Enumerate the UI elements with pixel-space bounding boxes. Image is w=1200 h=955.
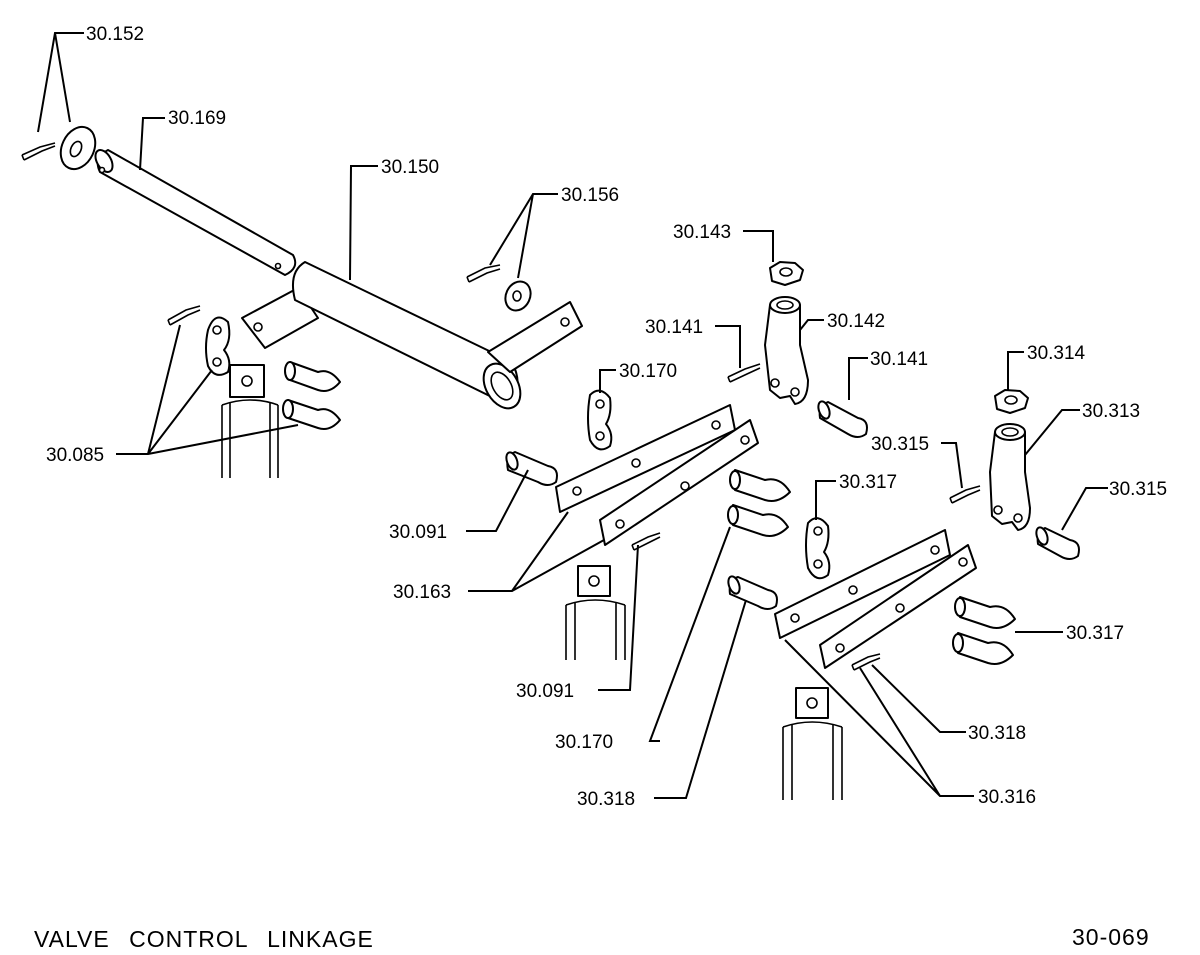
clevis-pin-141 — [817, 400, 868, 438]
callout-30-170-top: 30.170 — [619, 361, 677, 382]
callout-30-317-top: 30.317 — [839, 472, 897, 493]
valve-stem-middle — [565, 565, 626, 660]
callout-30-156: 30.156 — [561, 185, 619, 206]
parts-drawing — [21, 125, 1080, 800]
callout-30-315-right: 30.315 — [1109, 479, 1167, 500]
lever-plates-316 — [774, 529, 977, 669]
leader-lines — [37, 32, 1108, 799]
clevis-pin-091 — [505, 451, 558, 486]
cotter-pin-318-right — [851, 653, 881, 671]
valve-stem-085 — [221, 364, 279, 478]
washer-156 — [504, 280, 532, 312]
clevis-pin-315 — [1035, 526, 1080, 560]
callout-30-169: 30.169 — [168, 108, 226, 129]
callout-30-314: 30.314 — [1027, 343, 1086, 364]
clevis-pin-316 — [727, 575, 778, 610]
cotter-pin-156 — [466, 264, 501, 283]
link-plate-085 — [205, 316, 231, 376]
clevis-pins-085 — [282, 361, 341, 430]
callout-30-085: 30.085 — [46, 445, 104, 466]
cotter-pin-085 — [167, 305, 201, 326]
callout-30-141-right: 30.141 — [870, 349, 928, 370]
valve-stem-right — [782, 687, 843, 800]
callout-30-152: 30.152 — [86, 24, 144, 45]
nut-314 — [994, 389, 1029, 414]
cotter-pin-091 — [631, 532, 661, 551]
callout-30-318-right: 30.318 — [968, 723, 1026, 744]
callout-30-315-left: 30.315 — [871, 434, 929, 455]
link-plate-317 — [805, 517, 831, 580]
callout-30-163: 30.163 — [393, 582, 451, 603]
callout-30-141-left: 30.141 — [645, 317, 703, 338]
callout-30-170-bottom: 30.170 — [555, 732, 613, 753]
callout-30-091-bottom: 30.091 — [516, 681, 574, 702]
clevis-pins-317-right — [952, 596, 1016, 665]
lever-plates-163 — [555, 404, 759, 546]
callout-30-143: 30.143 — [673, 222, 731, 243]
washer-152 — [59, 125, 97, 171]
cotter-pin-315 — [949, 485, 981, 504]
nut-143 — [769, 261, 804, 286]
clevis-313 — [989, 423, 1031, 531]
figure-title: VALVE CONTROL LINKAGE — [34, 926, 374, 952]
cotter-pin-152 — [21, 142, 56, 161]
callout-30-142: 30.142 — [827, 311, 885, 332]
callout-labels: 30.152 30.169 30.150 30.156 30.143 30.14… — [46, 24, 1167, 810]
callout-30-318-bottom: 30.318 — [577, 789, 635, 810]
callout-30-313: 30.313 — [1082, 401, 1140, 422]
clevis-142 — [764, 296, 809, 405]
callout-30-150: 30.150 — [381, 157, 439, 178]
callout-30-316: 30.316 — [978, 787, 1036, 808]
shaft-169 — [94, 149, 297, 276]
callout-30-091-top: 30.091 — [389, 522, 447, 543]
figure-code: 30-069 — [1072, 924, 1150, 950]
cotter-pin-141 — [727, 363, 761, 383]
link-plate-170 — [587, 389, 613, 451]
clevis-pins-318-left — [727, 469, 791, 537]
callout-30-317-right: 30.317 — [1066, 623, 1124, 644]
rocker-tube-150 — [241, 261, 583, 410]
